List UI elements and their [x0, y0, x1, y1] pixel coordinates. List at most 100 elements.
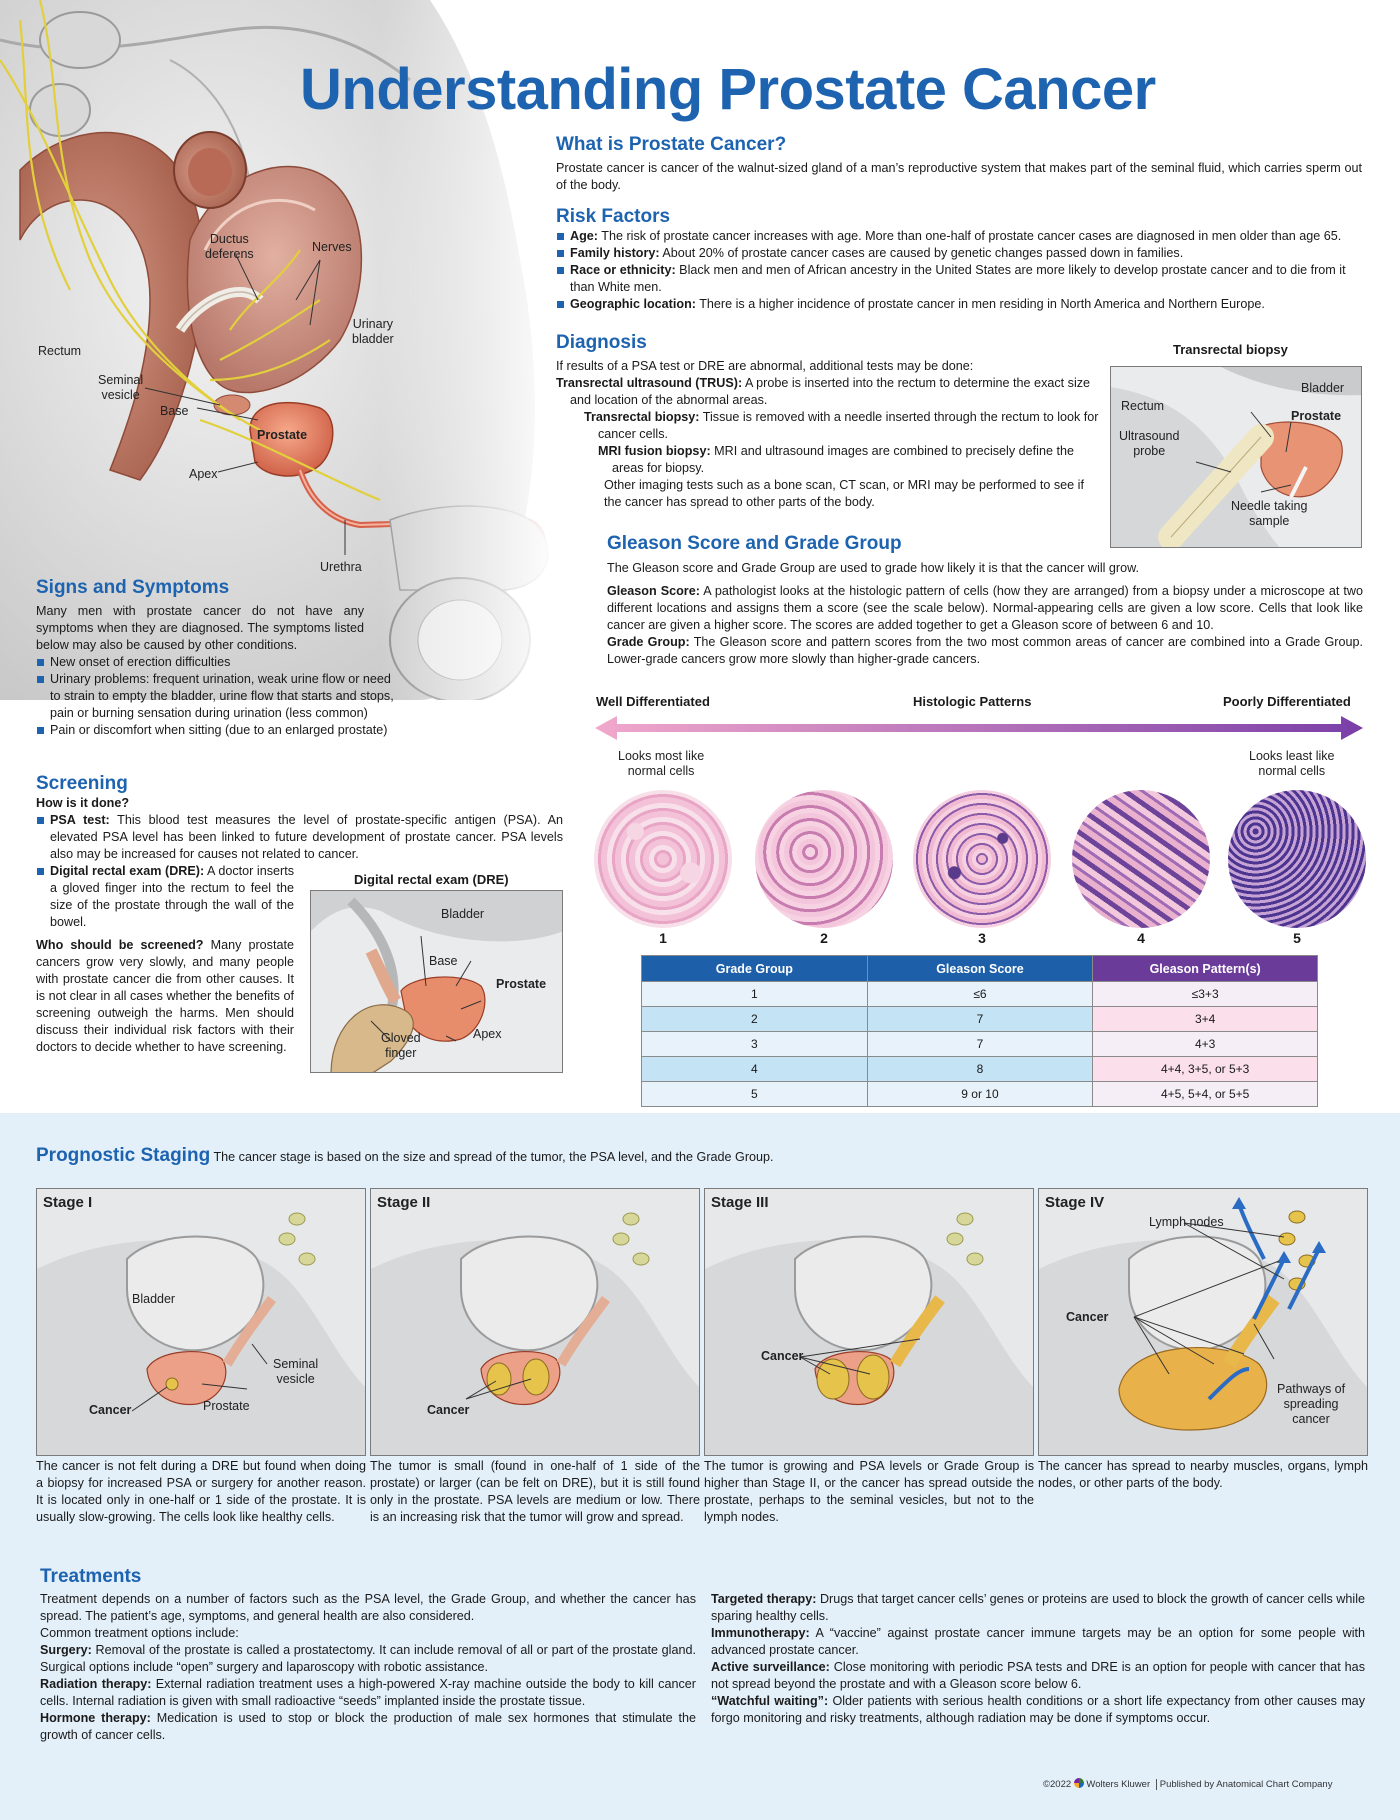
table-header-gleason-score: Gleason Score: [866, 955, 1094, 982]
label-urethra: Urethra: [320, 560, 362, 574]
biopsy-label-rectum: Rectum: [1121, 399, 1165, 413]
biopsy-figure-caption: Transrectal biopsy: [1173, 342, 1288, 357]
stage-3-description: The tumor is growing and PSA levels or G…: [704, 1459, 1034, 1524]
treatment-active-surveillance: Active surveillance: Close monitoring wi…: [711, 1660, 1365, 1691]
label-base: Base: [160, 404, 189, 418]
histology-pattern-1: [594, 790, 732, 928]
dre-item: Digital rectal exam (DRE): A doctor inse…: [36, 863, 294, 931]
risk-item-age: Age: The risk of prostate cancer increas…: [556, 228, 1364, 245]
table-cell: 4+5, 5+4, or 5+5: [1092, 1081, 1318, 1107]
table-cell: ≤3+3: [1092, 981, 1318, 1007]
gleason-intro: The Gleason score and Grade Group are us…: [607, 561, 1140, 575]
screening-subheading: How is it done?: [36, 796, 130, 810]
label-prostate: Prostate: [257, 428, 308, 442]
table-row: 1 ≤6 ≤3+3: [641, 981, 1318, 1007]
risk-item-geo: Geographic location: There is a higher i…: [556, 296, 1364, 313]
staging-heading-row: Prognostic Staging The cancer stage is b…: [36, 1145, 774, 1167]
table-header-row: Grade Group Gleason Score Gleason Patter…: [641, 955, 1318, 982]
histology-pattern-5: [1228, 790, 1366, 928]
footer: ©2022 Wolters Kluwer Published by Anatom…: [1043, 1778, 1332, 1790]
stage-label-cancer: Cancer: [761, 1349, 804, 1363]
treatments-left-column: Treatment depends on a number of factors…: [40, 1591, 696, 1744]
stage-label-bladder: Bladder: [132, 1292, 176, 1306]
differentiation-arrow: [595, 716, 1363, 740]
dre-figure-caption: Digital rectal exam (DRE): [354, 872, 509, 887]
poorly-differentiated-label: Poorly Differentiated: [1223, 694, 1351, 709]
risk-heading: Risk Factors: [556, 206, 671, 227]
gleason-group-def: Grade Group: The Gleason score and patte…: [607, 635, 1364, 666]
biopsy-illustration: [1111, 367, 1361, 547]
diagnosis-biopsy: Transrectal biopsy: Tissue is removed wi…: [584, 410, 1099, 441]
who-screened-item: Who should be screened? Many prostate ca…: [36, 938, 294, 1054]
signs-list: New onset of erection difficulties Urina…: [36, 654, 412, 739]
table-cell: 5: [641, 1081, 868, 1107]
table-cell: 7: [866, 1006, 1094, 1032]
footer-year: ©2022: [1043, 1779, 1072, 1790]
bullet-icon: [37, 868, 44, 875]
psa-test-item: PSA test: This blood test measures the l…: [36, 812, 563, 863]
dre-label-bladder: Bladder: [441, 907, 485, 921]
treatment-radiation: Radiation therapy: External radiation tr…: [40, 1677, 696, 1708]
table-header-gleason-pattern: Gleason Pattern(s): [1092, 955, 1318, 982]
footer-publisher: Published by Anatomical Chart Company: [1159, 1779, 1333, 1790]
risk-list: Age: The risk of prostate cancer increas…: [556, 228, 1364, 313]
stage-2-illustration: [371, 1212, 699, 1455]
stage-1-title: Stage I: [43, 1194, 93, 1211]
stage-3-illustration: [705, 1212, 1033, 1455]
diagnosis-other: Other imaging tests such as a bone scan,…: [604, 478, 1084, 509]
well-differentiated-label: Well Differentiated: [596, 694, 710, 709]
label-rectum: Rectum: [38, 344, 82, 358]
histology-pattern-4: [1072, 790, 1210, 928]
what-is-heading: What is Prostate Cancer?: [556, 134, 787, 155]
stage-label-cancer: Cancer: [427, 1403, 470, 1417]
dre-label-apex: Apex: [473, 1027, 502, 1041]
diagnosis-mri: MRI fusion biopsy: MRI and ultrasound im…: [598, 444, 1074, 475]
table-cell: 4+4, 3+5, or 5+3: [1092, 1056, 1318, 1082]
pattern-number-1: 1: [659, 930, 667, 946]
table-cell: 2: [641, 1006, 868, 1032]
diagnosis-heading: Diagnosis: [556, 332, 647, 353]
histologic-patterns-label: Histologic Patterns: [913, 694, 1032, 709]
pattern-number-3: 3: [978, 930, 986, 946]
stage-2-description: The tumor is small (found in one-half of…: [370, 1459, 700, 1524]
stage-label-cancer: Cancer: [1066, 1310, 1109, 1324]
table-cell: 4: [641, 1056, 868, 1082]
table-row: 2 7 3+4: [641, 1006, 1318, 1032]
staging-intro: The cancer stage is based on the size an…: [210, 1150, 774, 1164]
diagnosis-text: If results of a PSA test or DRE are abno…: [556, 358, 1104, 511]
biopsy-label-prostate: Prostate: [1291, 409, 1342, 423]
table-cell: 4+3: [1092, 1031, 1318, 1057]
treatments-common: Common treatment options include:: [40, 1626, 239, 1640]
gleason-score-def: Gleason Score: A pathologist looks at th…: [607, 584, 1363, 632]
gleason-text: The Gleason score and Grade Group are us…: [607, 560, 1363, 668]
diagnosis-trus: Transrectal ultrasound (TRUS): A probe i…: [556, 376, 1091, 407]
stage-1-description: The cancer is not felt during a DRE but …: [36, 1459, 366, 1524]
footer-divider: [1155, 1779, 1157, 1790]
stage-4-description: The cancer has spread to nearby muscles,…: [1038, 1459, 1368, 1490]
stage-label-prostate: Prostate: [203, 1399, 250, 1413]
table-cell: 3: [641, 1031, 868, 1057]
treatments-heading: Treatments: [40, 1566, 142, 1587]
table-cell: 8: [866, 1056, 1094, 1082]
screening-heading: Screening: [36, 773, 128, 794]
list-item: Urinary problems: frequent urination, we…: [36, 671, 412, 722]
signs-heading: Signs and Symptoms: [36, 577, 230, 598]
treatment-targeted: Targeted therapy: Drugs that target canc…: [711, 1592, 1365, 1623]
stage-2-panel: Stage II Cancer: [370, 1188, 700, 1456]
wolters-kluwer-logo-icon: [1073, 1778, 1084, 1788]
pattern-number-5: 5: [1293, 930, 1301, 946]
table-cell: 9 or 10: [866, 1081, 1094, 1107]
table-row: 3 7 4+3: [641, 1031, 1318, 1057]
treatments-intro: Treatment depends on a number of factors…: [40, 1592, 696, 1623]
stage-1-illustration: [37, 1212, 365, 1455]
